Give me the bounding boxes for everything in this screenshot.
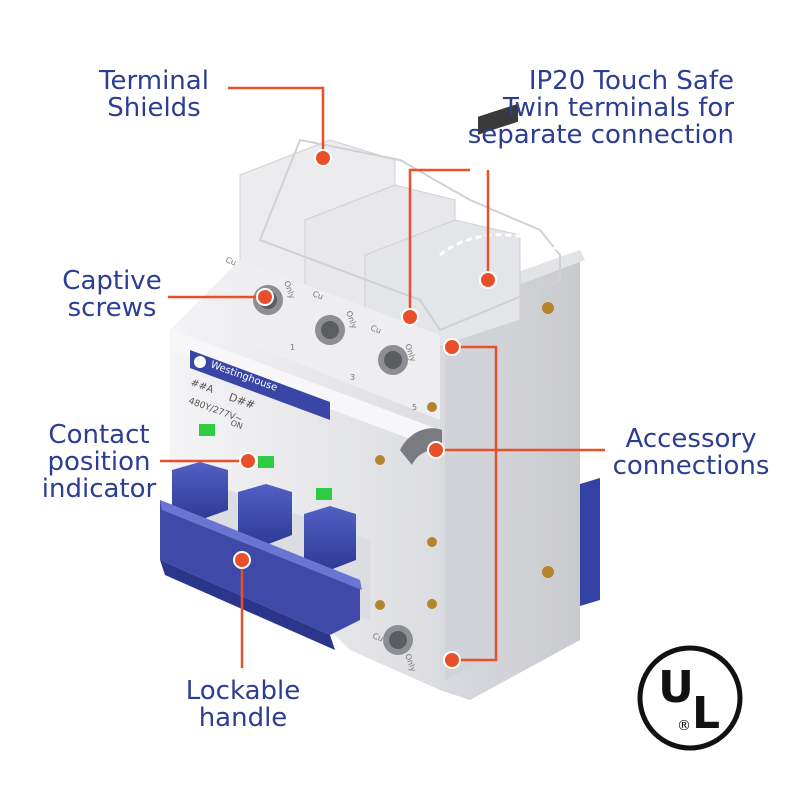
ul-letter-u: U: [658, 662, 694, 713]
twin-terminal: [478, 103, 518, 135]
callout-ip20: IP20 Touch Safe Twin terminals for separ…: [466, 68, 734, 149]
callout-line: Contact: [48, 420, 150, 450]
contact-indicator: [258, 456, 274, 468]
brand-strip: [190, 350, 330, 420]
cu-label: Cu: [371, 631, 384, 643]
leader-ip20-left: [408, 168, 470, 317]
terminal-number: 3: [350, 373, 355, 382]
front-rivet: [427, 402, 437, 412]
leader-dot: [427, 441, 445, 459]
callout-lockable-handle: Lockable handle: [182, 678, 304, 732]
leader-lines: [160, 86, 605, 668]
callout-line: Accessory: [625, 424, 757, 454]
ul-registered: ®: [677, 718, 691, 734]
contact-indicator: [199, 424, 215, 436]
front-rivet: [375, 455, 385, 465]
brand-logo-icon: [194, 356, 206, 368]
callout-line: Twin terminals for: [503, 93, 734, 123]
front-rivet: [375, 600, 385, 610]
ul-letter-l: L: [692, 688, 720, 739]
leader-dot: [256, 288, 274, 306]
callout-contact-position: Contact position indicator: [38, 422, 160, 503]
cu-label: Cu: [224, 255, 237, 267]
leader-dot: [443, 338, 461, 356]
callout-line: screws: [67, 293, 157, 323]
leader-accessory-bracket: [452, 345, 498, 662]
callout-line: Lockable: [185, 676, 301, 706]
on-label: ON: [229, 418, 244, 431]
leader-dot: [401, 308, 419, 326]
front-rivet: [427, 599, 437, 609]
side-rivet: [542, 566, 554, 578]
terminal-number: 1: [290, 343, 295, 352]
leader-dot: [443, 651, 461, 669]
front-rivet: [427, 537, 437, 547]
lockable-handle: [160, 462, 362, 650]
callout-line: handle: [198, 703, 288, 733]
callout-line: connections: [612, 451, 770, 481]
accessory-slot: [400, 428, 442, 465]
callout-captive-screws: Captive screws: [56, 268, 168, 322]
callout-line: separate connection: [467, 120, 734, 150]
leader-terminal-shields: [228, 86, 325, 158]
leader-dot: [479, 271, 497, 289]
cu-label: Cu: [369, 323, 382, 335]
leader-dot: [314, 149, 332, 167]
callout-line: Terminal: [99, 66, 209, 96]
ul-certification-mark: U L ®: [637, 645, 743, 751]
leader-dot: [233, 551, 251, 569]
callout-line: Shields: [107, 93, 201, 123]
callout-line: position: [47, 447, 151, 477]
callout-line: indicator: [41, 474, 157, 504]
contact-indicator: [316, 488, 332, 500]
side-rivet: [542, 302, 554, 314]
callout-line: Captive: [62, 266, 162, 296]
cu-label: Cu: [311, 289, 324, 301]
leader-dots: [233, 149, 497, 669]
terminal-number: 5: [412, 403, 417, 412]
leader-dot: [239, 452, 257, 470]
callout-terminal-shields: Terminal Shields: [92, 68, 216, 122]
callout-accessory: Accessory connections: [606, 426, 776, 480]
callout-line: IP20 Touch Safe: [528, 66, 734, 96]
